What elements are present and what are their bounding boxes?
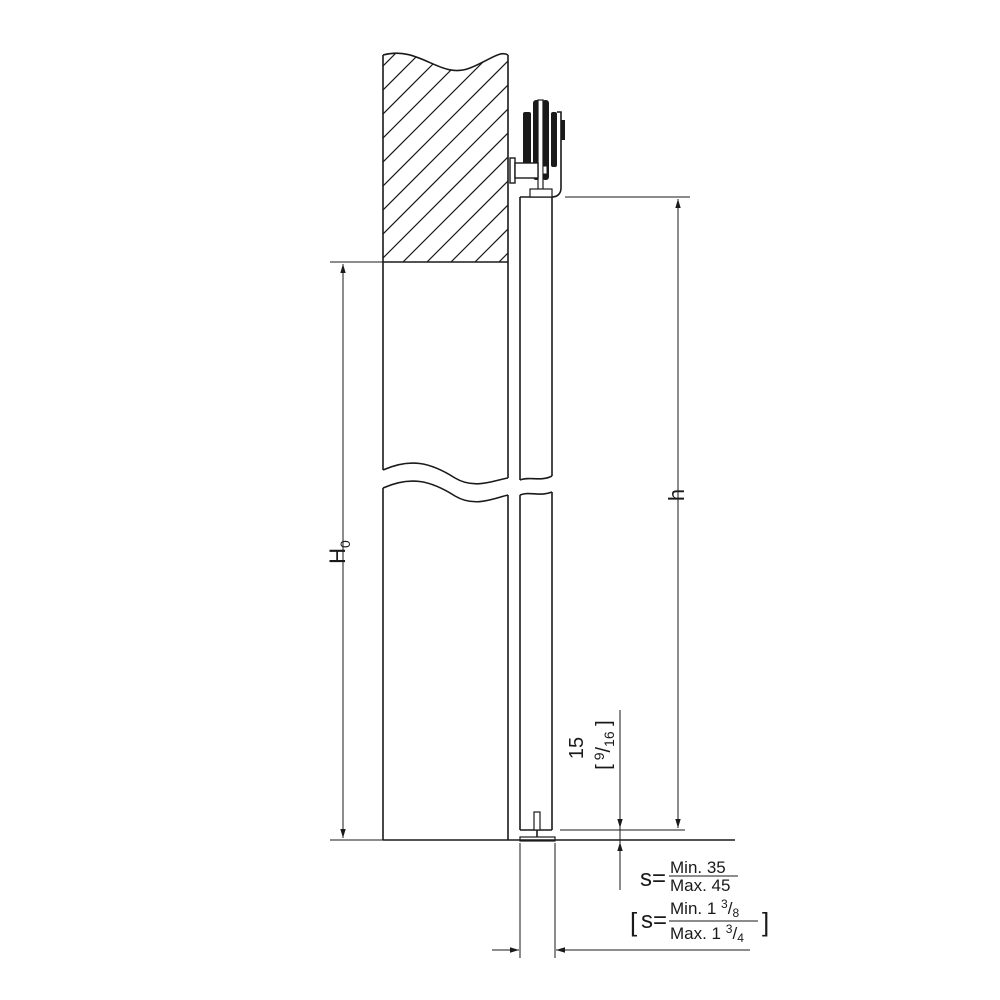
clearance-inch-label: [ 9/16 ]	[591, 720, 617, 770]
dimension-H0: H0	[325, 261, 383, 841]
s-imperial-min: Min. 1 3/8	[670, 897, 739, 920]
s-metric-min: Min. 35	[670, 858, 726, 877]
hatch-line	[383, 53, 508, 263]
hatch-line	[383, 53, 434, 263]
hatch-line	[83, 40, 313, 270]
hatch-line	[635, 40, 865, 270]
hatch-line	[383, 53, 506, 263]
clearance-mm-label: 15	[566, 737, 588, 759]
hatch-line	[383, 53, 410, 263]
floor-guide	[519, 811, 556, 842]
dimension-clearance: 15 [ 9/16 ]	[566, 710, 623, 890]
dimension-h: h	[560, 196, 690, 831]
s-imperial-close: ]	[762, 907, 769, 937]
h-label: h	[664, 489, 689, 501]
hatch-line	[515, 40, 745, 270]
hatch-line	[611, 40, 841, 270]
hatch-line	[383, 53, 508, 263]
s-imperial-max: Max. 1 3/4	[670, 922, 744, 945]
s-metric-max: Max. 45	[670, 876, 730, 895]
hatch-line	[442, 53, 508, 263]
hatch-line	[383, 53, 482, 263]
hatch-line	[466, 53, 508, 263]
hatch-line	[587, 40, 817, 270]
hatch-line	[394, 53, 508, 263]
hatch-line	[539, 40, 769, 270]
s-imperial-open: [	[630, 907, 638, 937]
hatch-line	[659, 40, 889, 270]
hatch-line	[418, 53, 508, 263]
hatch-line	[383, 53, 458, 263]
H0-label: H0	[325, 540, 353, 564]
door-leaf	[519, 196, 553, 831]
dimension-s: s= Min. 35 Max. 45 [ s= Min. 1 3/8 Max. …	[492, 843, 769, 958]
s-imperial-prefix: s=	[641, 907, 667, 934]
wall-section	[83, 40, 889, 270]
s-metric-prefix: s=	[640, 865, 666, 892]
wall-panel	[382, 262, 509, 840]
hatch-line	[383, 53, 508, 263]
roller-hardware	[509, 99, 565, 198]
hatch-line	[383, 53, 508, 263]
hatch-line	[383, 53, 386, 263]
hatch-line	[107, 40, 337, 270]
hatch-line	[131, 40, 361, 270]
